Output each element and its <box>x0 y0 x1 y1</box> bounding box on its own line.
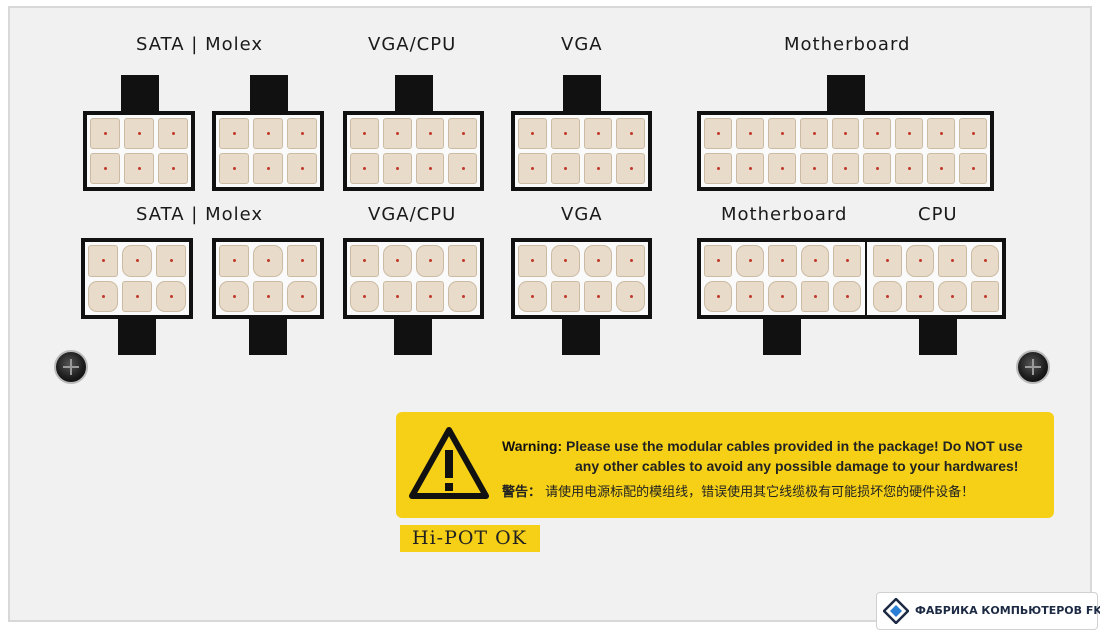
label-vga-cpu-top: VGA/CPU <box>368 34 457 55</box>
connector-latch <box>919 315 957 355</box>
pin-grid <box>350 245 477 312</box>
label-sata-molex-bottom: SATA | Molex <box>136 204 264 225</box>
connector-sata-molex-1-top[interactable] <box>83 75 195 191</box>
pin-grid <box>518 245 645 312</box>
connector-latch <box>827 75 865 115</box>
warning-title: Warning: <box>502 438 563 454</box>
connector-sata-molex-2-bottom[interactable] <box>212 238 324 355</box>
diamond-logo-icon <box>883 598 909 624</box>
pin-grid <box>90 118 188 184</box>
connector-sata-molex-1-bottom[interactable] <box>81 238 193 355</box>
connector-latch <box>118 315 156 355</box>
connector-vga-cpu-bottom[interactable] <box>343 238 484 355</box>
connector-latch <box>121 75 159 115</box>
connector-latch <box>563 75 601 115</box>
label-vga-bottom: VGA <box>561 204 603 225</box>
warning-cn-title: 警告： <box>502 485 542 500</box>
connector-sata-molex-2-top[interactable] <box>212 75 324 191</box>
connector-vga-bottom[interactable] <box>511 238 652 355</box>
connector-latch <box>249 315 287 355</box>
label-vga-cpu-bottom: VGA/CPU <box>368 204 457 225</box>
pin-grid <box>704 118 987 184</box>
pin-grid <box>518 118 645 184</box>
warning-triangle-icon <box>409 427 489 499</box>
connector-vga-cpu-top[interactable] <box>343 75 484 191</box>
label-motherboard-top: Motherboard <box>784 34 911 55</box>
pin-grid <box>219 118 317 184</box>
connector-latch <box>763 315 801 355</box>
connector-divider <box>865 242 867 315</box>
screw-right-icon <box>1016 350 1050 384</box>
connector-latch <box>250 75 288 115</box>
hipot-sticker: Hi-POT OK <box>400 525 540 552</box>
connector-motherboard-top[interactable] <box>697 75 994 191</box>
connector-latch <box>394 315 432 355</box>
watermark-badge: ФАБРИКА КОМПЬЮТЕРОВ FK.BY <box>876 592 1100 630</box>
label-sata-molex-top: SATA | Molex <box>136 34 264 55</box>
warning-text-1: Please use the modular cables provided i… <box>566 438 1023 454</box>
label-vga-top: VGA <box>561 34 603 55</box>
label-motherboard-bottom: Motherboard <box>721 204 848 225</box>
warning-label: Warning: Please use the modular cables p… <box>396 412 1054 518</box>
pin-grid <box>350 118 477 184</box>
label-cpu-bottom: CPU <box>918 204 958 225</box>
watermark-text: ФАБРИКА КОМПЬЮТЕРОВ FK.BY <box>915 604 1100 617</box>
pin-grid-motherboard <box>704 245 861 312</box>
connector-vga-top[interactable] <box>511 75 652 191</box>
connector-latch <box>395 75 433 115</box>
pin-grid <box>219 245 317 312</box>
warning-text-2: any other cables to avoid any possible d… <box>575 458 1019 474</box>
warning-cn-text: 请使用电源标配的模组线，错误使用其它线缆极有可能损坏您的硬件设备！ <box>545 485 975 500</box>
screw-left-icon <box>54 350 88 384</box>
pin-grid-cpu <box>873 245 999 312</box>
warning-line-cn: 警告： 请使用电源标配的模组线，错误使用其它线缆极有可能损坏您的硬件设备！ <box>502 481 974 500</box>
pin-grid <box>88 245 186 312</box>
connector-motherboard-cpu-bottom[interactable] <box>697 238 1006 355</box>
warning-line-1: Warning: Please use the modular cables p… <box>502 438 1023 454</box>
connector-latch <box>562 315 600 355</box>
